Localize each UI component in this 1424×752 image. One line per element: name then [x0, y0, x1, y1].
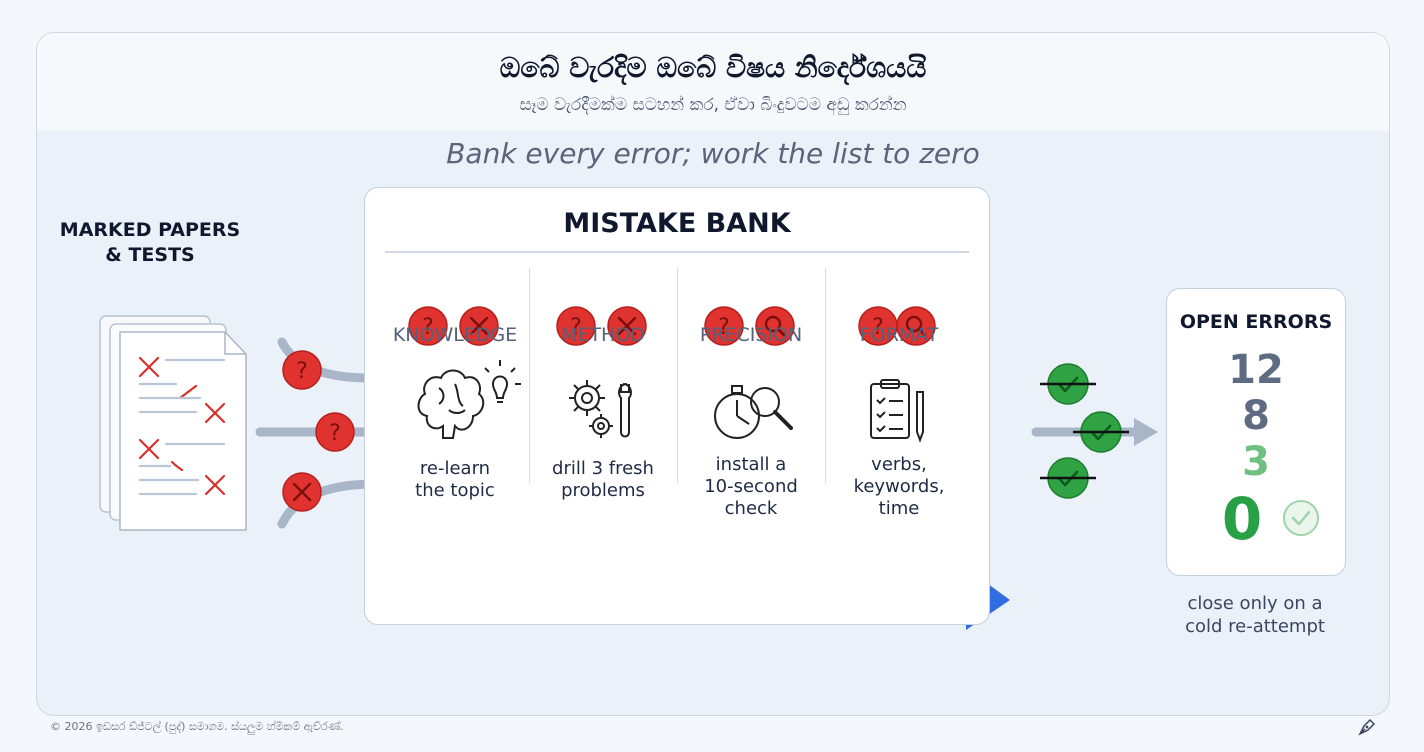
incoming-cross-icon — [281, 471, 323, 513]
papers-label: MARKED PAPERS & TESTS — [50, 218, 250, 268]
open-errors-count-zero: 0 — [1221, 485, 1263, 553]
outgoing-check-struck-icon — [1038, 362, 1098, 406]
open-errors-count: 3 — [1242, 439, 1270, 485]
open-errors-panel: OPEN ERRORS 12 8 3 0 — [1166, 288, 1346, 576]
column-divider — [529, 268, 530, 483]
format-fix: verbs, keywords, time — [825, 454, 973, 520]
fix-line: time — [878, 498, 920, 519]
fix-line: drill 3 fresh — [552, 458, 654, 479]
papers-label-line1: MARKED PAPERS — [59, 219, 241, 241]
category-label-method: METHOD — [561, 324, 645, 346]
mistake-bank-title: MISTAKE BANK — [563, 208, 791, 239]
pen-nib-icon — [1358, 718, 1376, 736]
fix-line: problems — [561, 480, 645, 501]
precision-fix: install a 10-second check — [677, 454, 825, 520]
stopwatch-magnifier-icon — [714, 385, 793, 439]
checklist-pen-icon — [870, 379, 924, 443]
gears-wrench-icon — [569, 380, 632, 438]
category-icons — [408, 305, 937, 443]
fix-line: 10-second — [704, 476, 798, 497]
close-rule-line2: cold re-attempt — [1185, 616, 1325, 637]
close-rule-note: close only on a cold re-attempt — [1160, 592, 1350, 638]
mistake-bank-panel: MISTAKE BANK — [364, 187, 990, 625]
incoming-question-icon — [282, 350, 322, 390]
fix-line: check — [724, 498, 778, 519]
fix-line: re-learn — [419, 458, 491, 479]
open-errors-title: OPEN ERRORS — [1179, 311, 1333, 333]
category-label-format: FORMAT — [859, 324, 939, 346]
fix-line: the topic — [415, 480, 495, 501]
papers-stack-icon — [99, 315, 247, 531]
check-circle-icon — [1283, 500, 1319, 536]
open-errors-count: 12 — [1228, 347, 1284, 393]
fix-line: keywords, — [853, 476, 945, 497]
fix-line: verbs, — [871, 454, 927, 475]
outgoing-check-struck-icon — [1038, 456, 1098, 500]
outgoing-check-struck-icon — [1071, 410, 1131, 454]
brain-lightbulb-icon — [417, 360, 521, 439]
category-label-knowledge: KNOWLEDGE — [392, 324, 518, 346]
page-title: ඔබේ වැරදිම ඔබේ විෂය නිර්දේශයයි — [499, 51, 927, 84]
incoming-question-icon — [315, 412, 355, 452]
close-rule-line1: close only on a — [1187, 593, 1323, 614]
column-divider — [825, 268, 826, 483]
copyright-footer: © 2026 ඉඩසර ඩ්ජ්ටල් (පුද්) සමාගම. ස්යලුම… — [50, 720, 344, 733]
column-divider — [677, 268, 678, 483]
category-label-precision: PRECISION — [699, 324, 803, 346]
method-fix: drill 3 fresh problems — [529, 458, 677, 502]
papers-label-line2: & TESTS — [105, 244, 195, 266]
tagline: Bank every error; work the list to zero — [446, 137, 980, 170]
mistake-bank-divider — [385, 251, 969, 253]
header-band — [37, 33, 1389, 131]
open-errors-count: 8 — [1242, 393, 1270, 439]
page-subtitle: සෑම වැරදීමක්ම සටහන් කර, ඒවා බිංදුවටම අඩු… — [519, 95, 907, 115]
knowledge-fix: re-learn the topic — [381, 458, 529, 502]
fix-line: install a — [715, 454, 787, 475]
